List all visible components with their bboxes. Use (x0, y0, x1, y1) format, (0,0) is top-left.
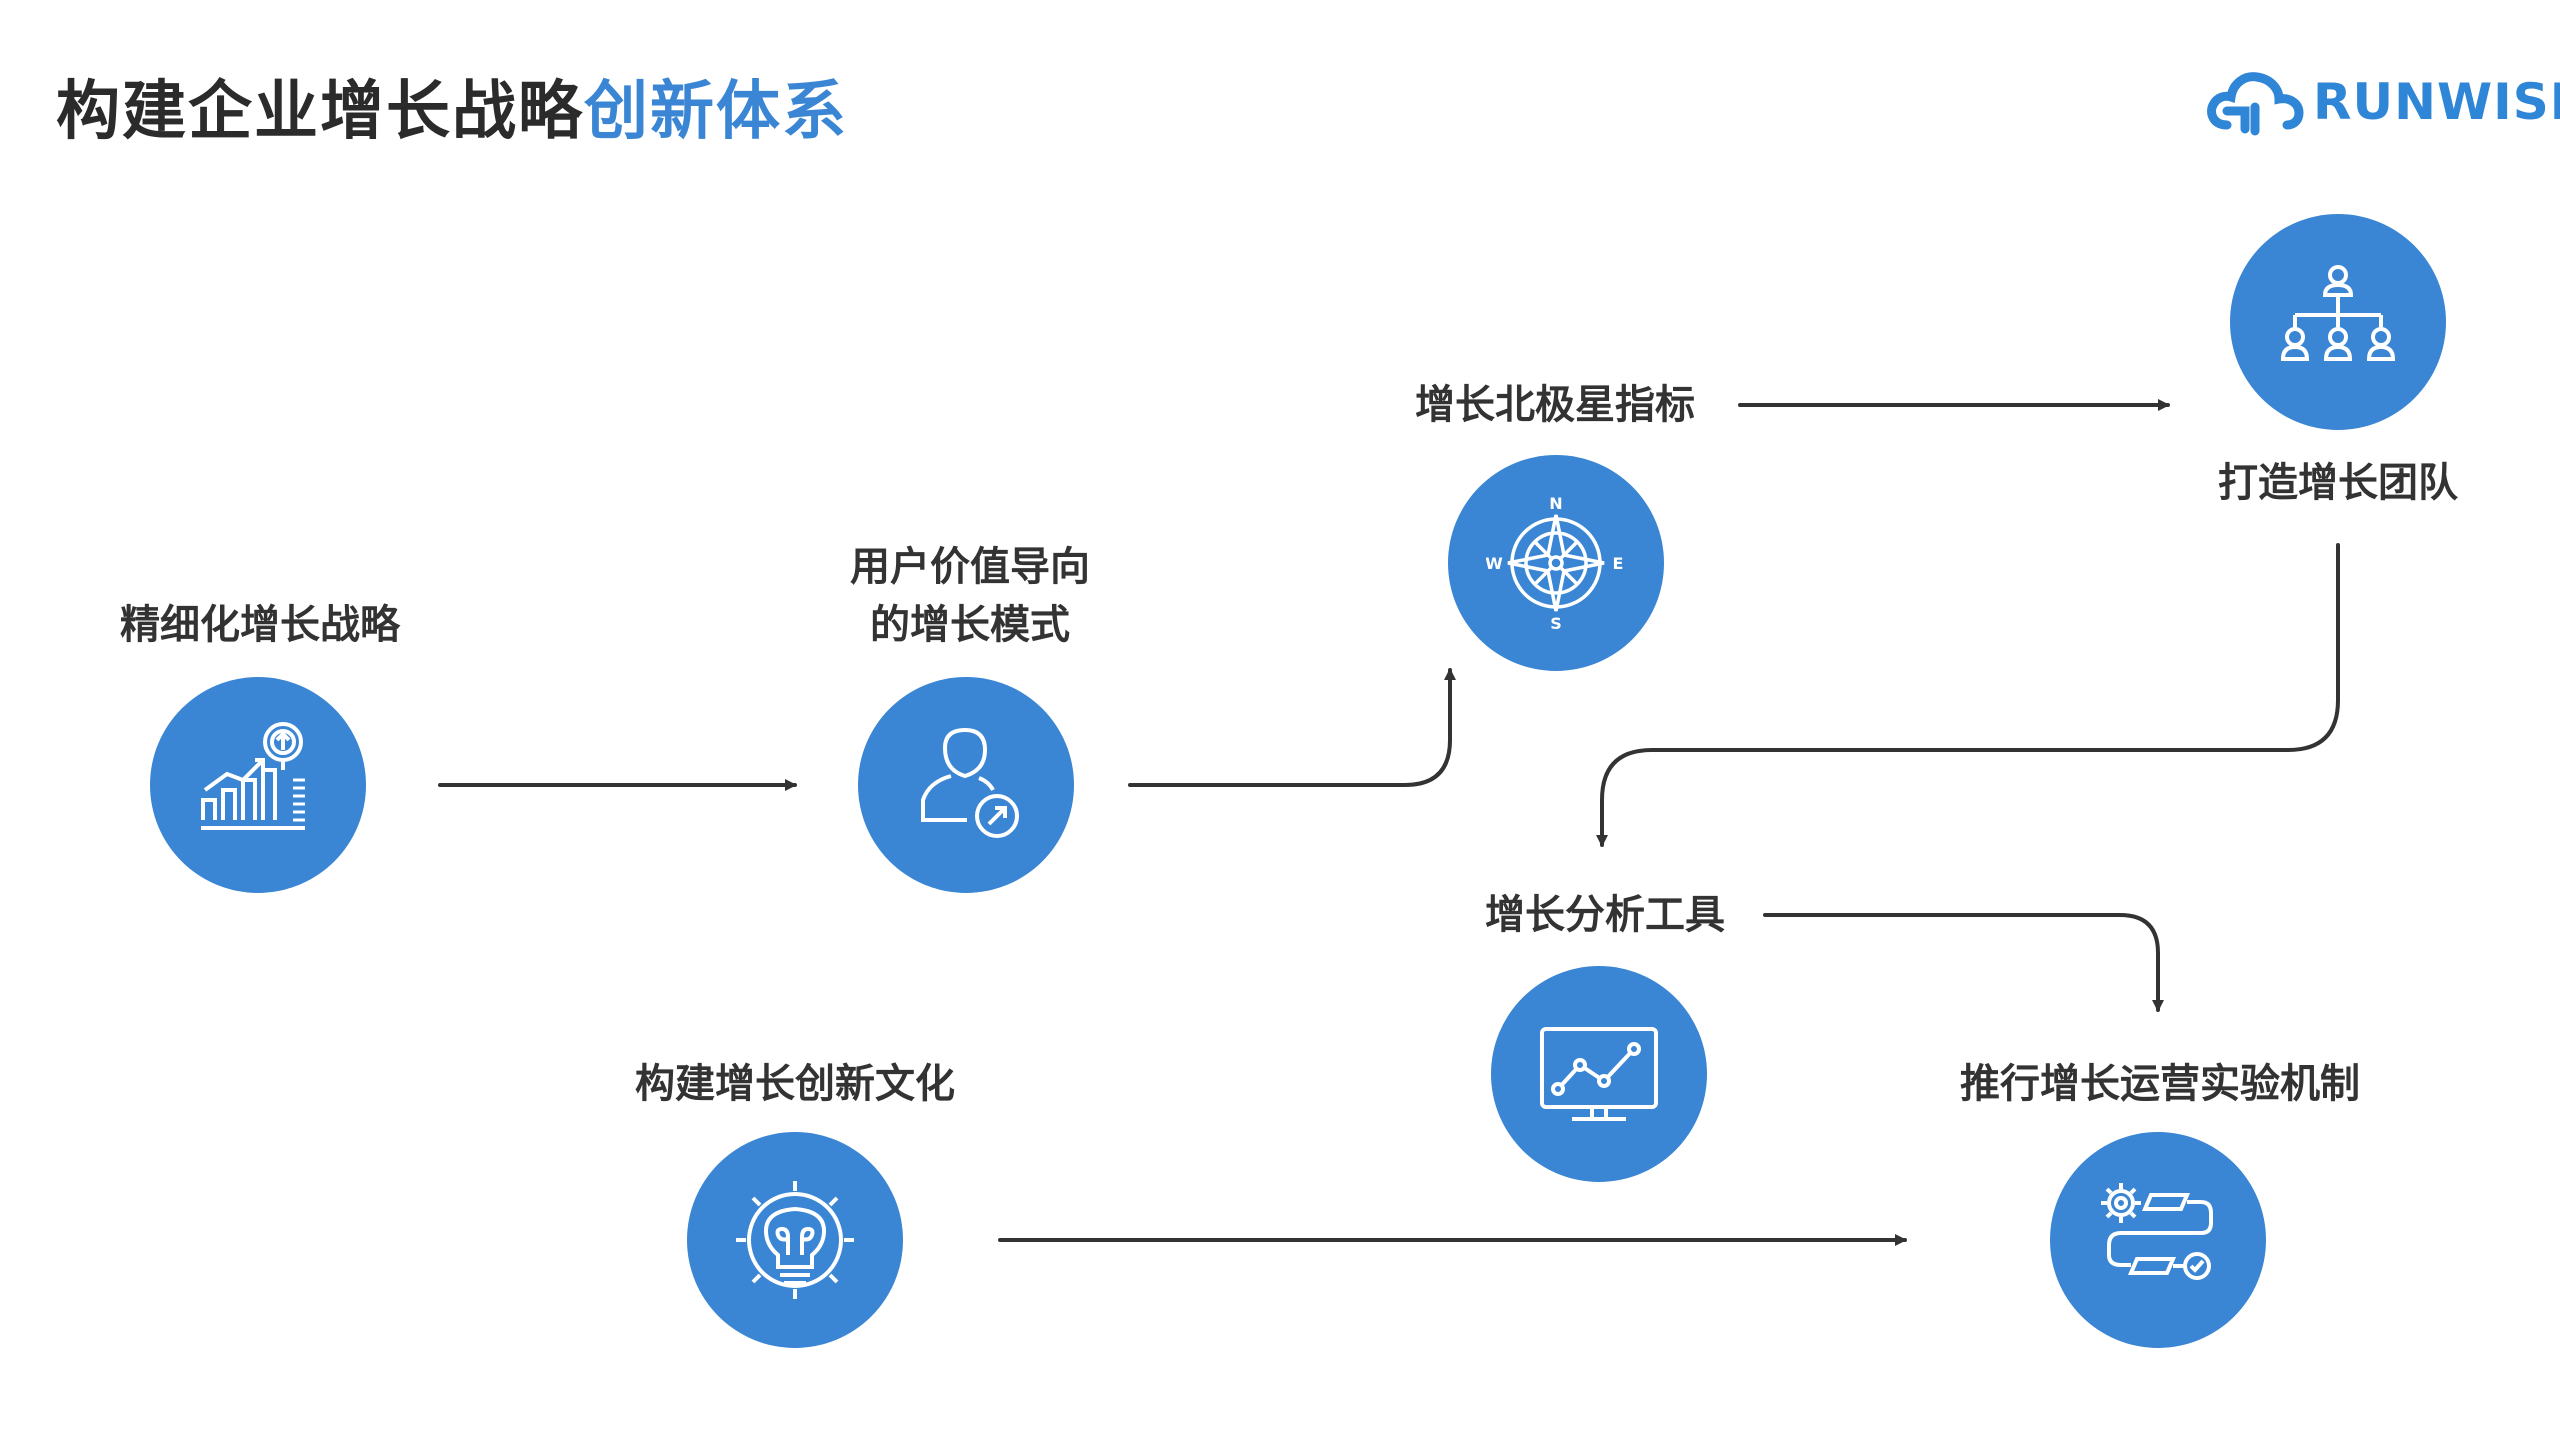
runwise-logo: RUNWISE (2205, 62, 2560, 142)
label-experiment: 推行增长运营实验机制 (1960, 1061, 2360, 1107)
label-team: 打造增长团队 (2218, 460, 2458, 506)
growth-chart-icon (201, 722, 305, 830)
lightbulb-gear-icon (736, 1181, 854, 1299)
compass-w: W (1486, 554, 1503, 573)
node-north-star[interactable]: N S E W (1448, 455, 1664, 671)
node-team[interactable] (2230, 214, 2446, 430)
node-experiment[interactable] (2050, 1132, 2266, 1348)
label-culture: 构建增长创新文化 (635, 1061, 955, 1107)
compass-icon: N S E W (1486, 494, 1624, 633)
gear-flow-icon (2101, 1183, 2213, 1280)
arrow-team-to-tools (1596, 543, 2340, 847)
org-chart-icon (2280, 265, 2396, 361)
arrow-tools-to-experiment (1763, 913, 2164, 1012)
label-user-value: 用户价值导向 的增长模式 (850, 544, 1090, 648)
page-title: 构建企业增长战略创新体系 (56, 60, 848, 152)
node-culture[interactable] (687, 1132, 903, 1348)
title-main: 构建企业增长战略 (56, 75, 584, 149)
monitor-line-chart-icon (1540, 1027, 1658, 1121)
label-tools: 增长分析工具 (1485, 892, 1725, 938)
label-refined: 精细化增长战略 (120, 602, 400, 648)
cloud-logo-icon (2207, 72, 2304, 136)
arrow-user-value-to-north-star (1128, 668, 1456, 787)
node-user-value[interactable] (858, 677, 1074, 893)
label-north-star: 增长北极星指标 (1415, 382, 1695, 428)
compass-s: S (1550, 614, 1562, 633)
logo-text: RUNWISE (2313, 73, 2560, 131)
compass-n: N (1549, 494, 1562, 513)
compass-e: E (1613, 554, 1624, 573)
title-accent: 创新体系 (584, 75, 848, 149)
node-refined[interactable] (150, 677, 366, 893)
user-share-icon (921, 727, 1019, 838)
node-tools[interactable] (1491, 966, 1707, 1182)
